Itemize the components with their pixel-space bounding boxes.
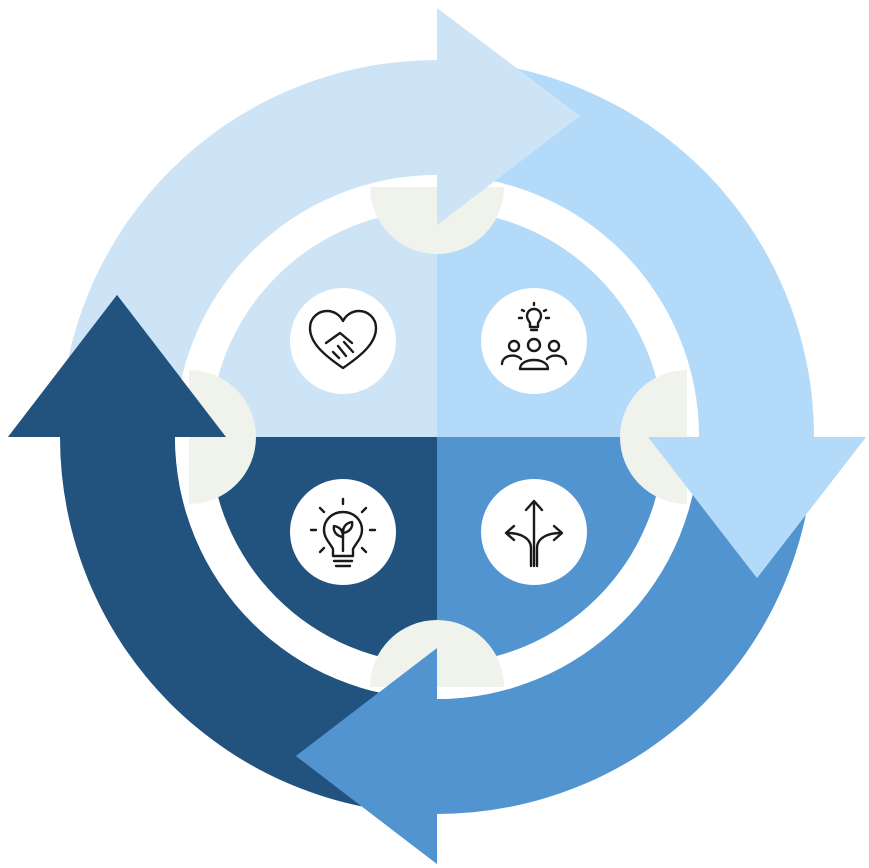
heart-handshake-icon <box>308 309 378 370</box>
inner-quadrants <box>210 210 664 664</box>
arrowhead-mid-overlay <box>296 648 437 864</box>
icon-bottom-right <box>481 479 587 585</box>
arrowhead-sky-overlay <box>648 437 866 578</box>
split-arrows-icon <box>504 499 564 568</box>
icon-bottom-left <box>290 479 396 585</box>
arrowhead-light-overlay <box>437 8 580 225</box>
icon-top-left <box>290 288 396 394</box>
icon-top-right <box>481 288 587 394</box>
ring-segment-sky <box>437 60 814 437</box>
lightbulb-plant-icon <box>309 497 377 568</box>
arrowhead-dark-overlay <box>8 295 226 437</box>
team-idea-icon <box>500 301 568 371</box>
ring-segment-dark <box>60 437 437 814</box>
outer-ring <box>60 60 814 814</box>
ring-segment-mid <box>437 437 814 814</box>
ring-segment-light <box>60 60 437 437</box>
